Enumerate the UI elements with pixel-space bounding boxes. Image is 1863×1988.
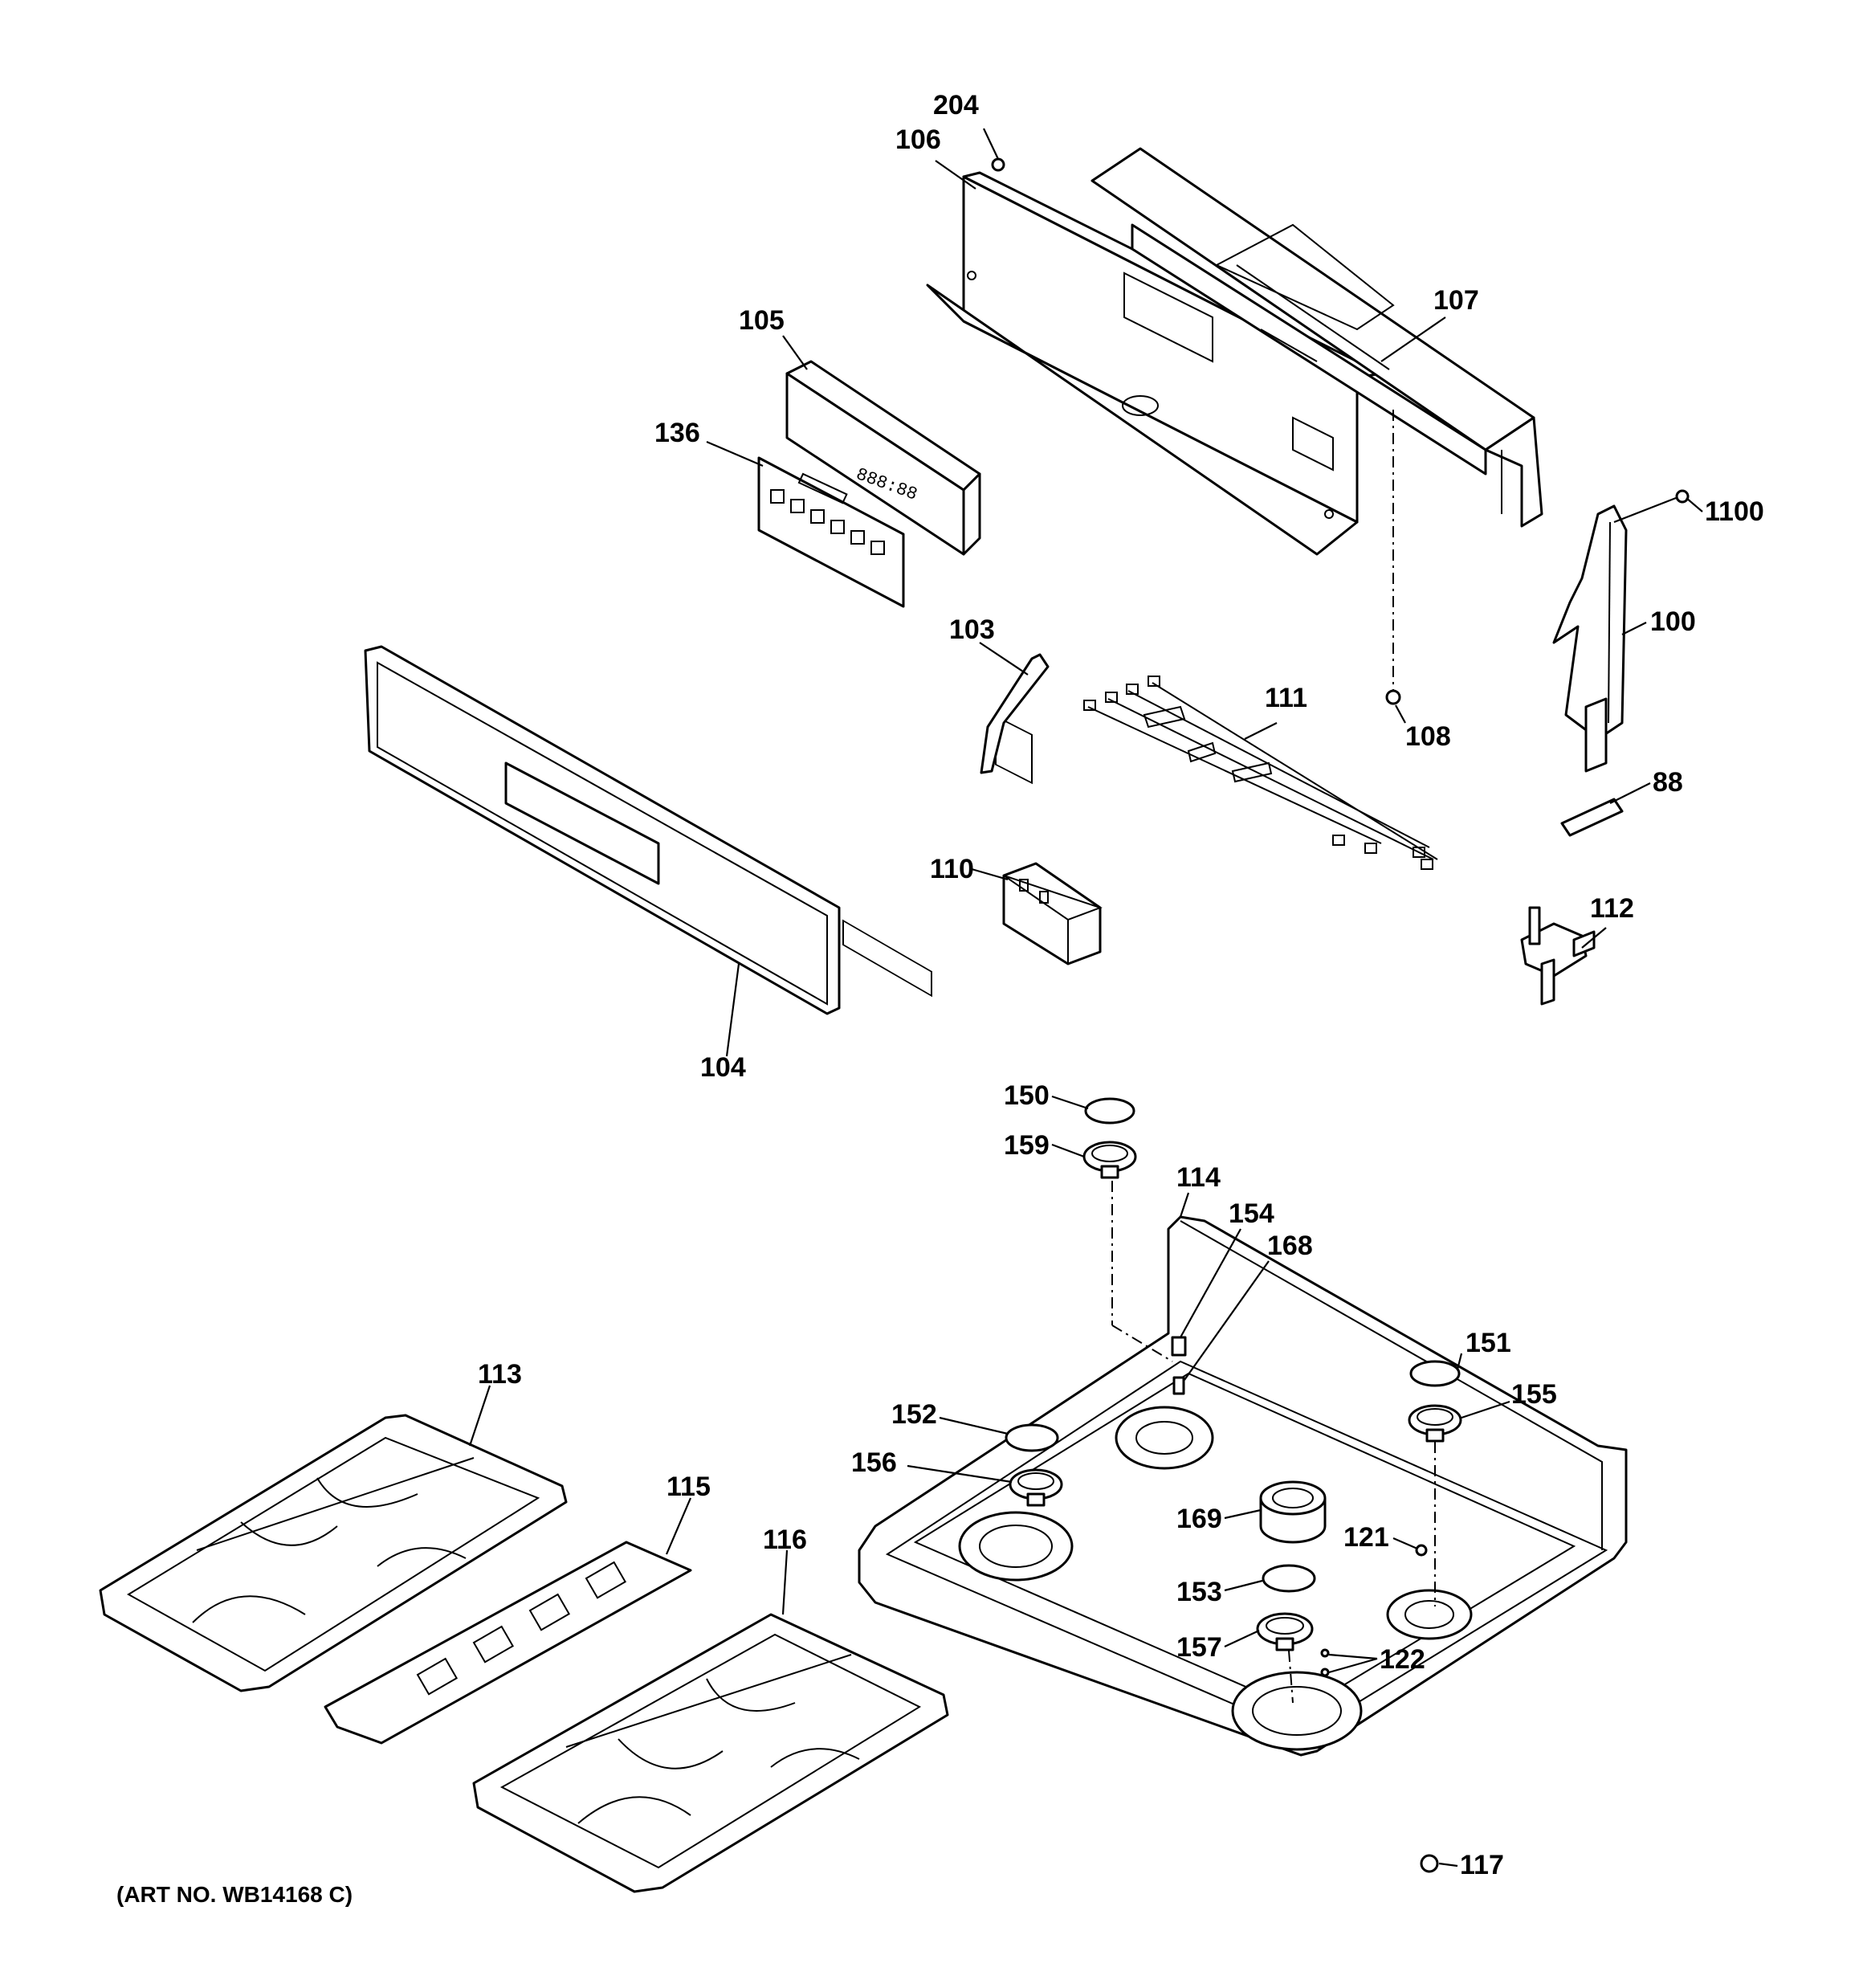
label-168: 168 — [1267, 1231, 1313, 1261]
part-204-screw — [991, 157, 1005, 172]
label-103: 103 — [949, 614, 995, 645]
part-115-grate-center — [324, 1541, 692, 1745]
part-100-side-trim — [1552, 504, 1628, 773]
part-1100-screw — [1675, 489, 1690, 504]
label-106: 106 — [895, 125, 941, 155]
label-159: 159 — [1004, 1130, 1050, 1161]
label-112: 112 — [1590, 893, 1634, 924]
part-122-screw — [1320, 1648, 1330, 1677]
label-150: 150 — [1004, 1080, 1050, 1111]
part-116-grate-right — [472, 1613, 949, 1893]
part-114-cooktop — [858, 1215, 1628, 1757]
part-168-screw — [1172, 1376, 1185, 1395]
part-110-ignitor-module — [1002, 862, 1103, 965]
label-88: 88 — [1653, 767, 1683, 798]
label-121: 121 — [1343, 1522, 1389, 1553]
label-156: 156 — [851, 1447, 897, 1478]
label-152: 152 — [891, 1399, 937, 1430]
leader-lines — [468, 128, 1703, 1868]
label-136: 136 — [654, 418, 700, 448]
label-151: 151 — [1466, 1328, 1511, 1358]
part-labels: 204 106 107 105 136 1100 100 103 111 108… — [116, 90, 1764, 1907]
part-153-burner-cap — [1262, 1564, 1316, 1593]
label-122: 122 — [1380, 1644, 1425, 1675]
label-113: 113 — [478, 1359, 522, 1390]
label-169: 169 — [1176, 1504, 1222, 1534]
part-117-nut — [1420, 1854, 1439, 1873]
part-107-rear-cover — [1090, 147, 1543, 528]
part-159-burner-head — [1082, 1141, 1137, 1179]
part-151-burner-cap — [1409, 1360, 1461, 1387]
alignment-line-front — [1288, 1650, 1294, 1704]
part-103-bracket — [980, 653, 1050, 774]
part-105-control-board: 888:88 — [785, 360, 981, 998]
label-154: 154 — [1229, 1198, 1274, 1229]
label-117: 117 — [1460, 1850, 1504, 1880]
part-136-keypad — [757, 456, 905, 608]
label-107: 107 — [1433, 285, 1479, 316]
label-104: 104 — [700, 1052, 746, 1083]
label-108: 108 — [1405, 721, 1451, 752]
part-156-burner-head — [1009, 1468, 1063, 1507]
part-152-burner-cap — [1005, 1423, 1059, 1452]
label-105: 105 — [739, 305, 785, 336]
label-155: 155 — [1511, 1379, 1557, 1410]
label-111: 111 — [1265, 683, 1307, 713]
part-169-burner-base — [1259, 1480, 1327, 1544]
part-121-screw — [1415, 1544, 1428, 1557]
part-150-burner-cap — [1084, 1097, 1135, 1125]
part-88-bracket — [1560, 798, 1624, 837]
art-number-caption: (ART NO. WB14168 C) — [116, 1882, 353, 1907]
label-153: 153 — [1176, 1577, 1222, 1607]
label-110: 110 — [930, 854, 974, 884]
part-112-switch — [1520, 906, 1596, 1006]
part-113-grate-left — [99, 1414, 568, 1692]
part-104-control-panel — [364, 645, 841, 1015]
part-111-wire-harness — [1083, 676, 1438, 870]
label-157: 157 — [1176, 1632, 1222, 1663]
label-115: 115 — [667, 1472, 711, 1502]
label-1100: 1100 — [1705, 496, 1764, 527]
label-114: 114 — [1176, 1162, 1221, 1193]
label-100: 100 — [1650, 606, 1696, 637]
part-155-burner-head — [1408, 1404, 1462, 1443]
part-157-burner-head — [1256, 1612, 1314, 1651]
part-154-orifice — [1171, 1336, 1187, 1357]
label-116: 116 — [763, 1525, 807, 1555]
label-204: 204 — [933, 90, 979, 120]
part-108-screw — [1385, 689, 1401, 705]
